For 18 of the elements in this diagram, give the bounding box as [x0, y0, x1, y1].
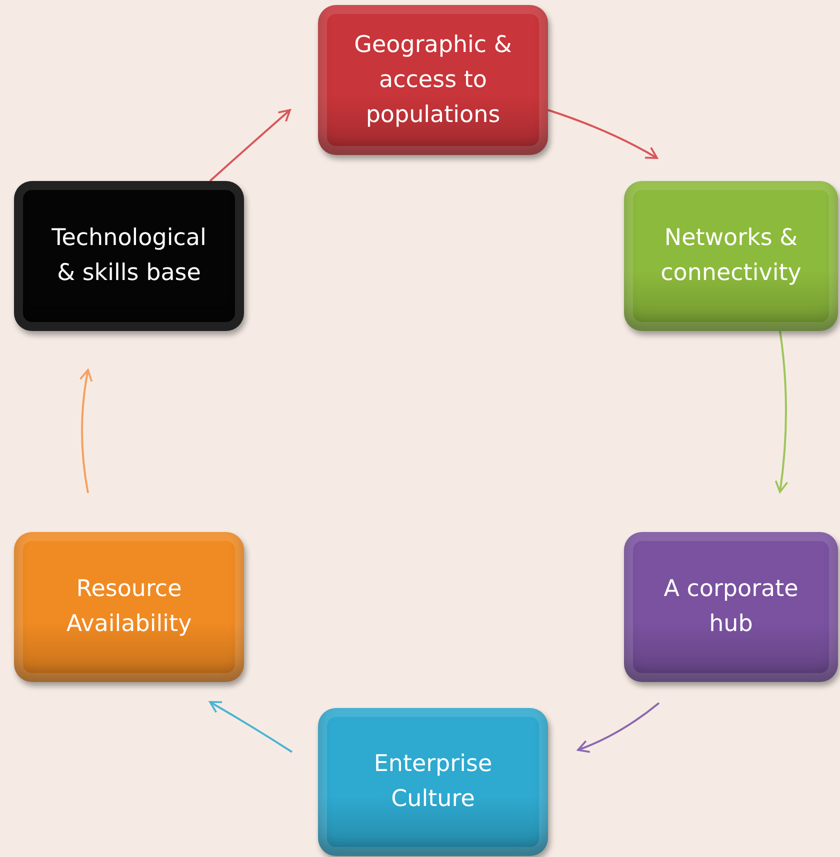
process-box [318, 708, 548, 856]
process-box [318, 5, 548, 155]
process-box [624, 532, 838, 682]
box-label: Enterprise Culture [372, 750, 494, 814]
process-box [14, 181, 244, 331]
box-label: Technological & skills base [50, 224, 208, 288]
box-label: Geographic & access to populations [353, 30, 513, 130]
arrow [79, 369, 93, 494]
arrow [209, 701, 293, 753]
process-box [14, 532, 244, 682]
process-box [624, 181, 838, 331]
box-label: Resource Availability [65, 575, 193, 639]
arrow [577, 702, 660, 753]
box-label: Networks & connectivity [660, 224, 802, 288]
arrow [774, 330, 788, 493]
arrow [548, 109, 658, 159]
box-label: A corporate hub [662, 575, 800, 639]
arrow [209, 109, 291, 182]
